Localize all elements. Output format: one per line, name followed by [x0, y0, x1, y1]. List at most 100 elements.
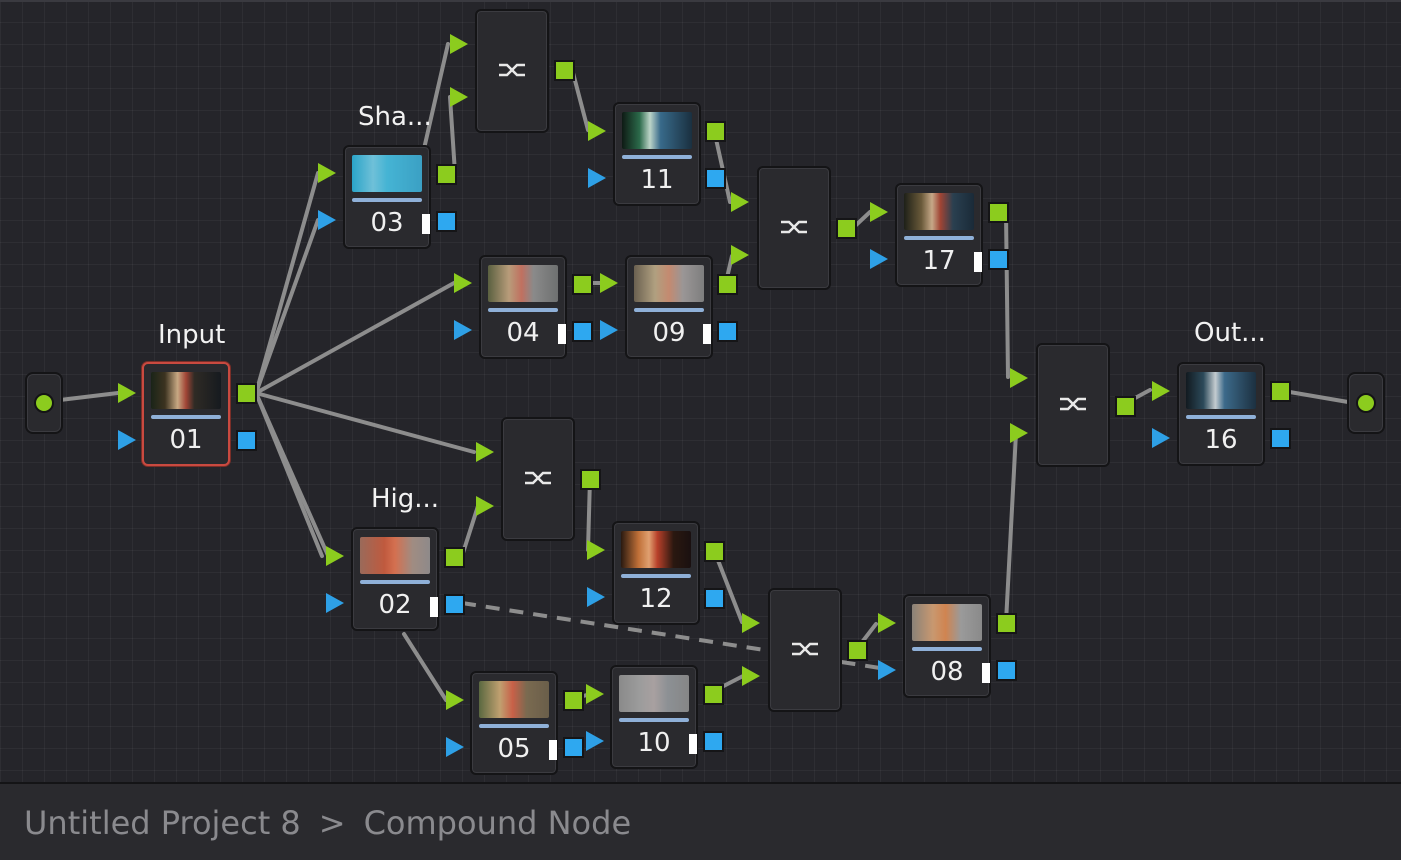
- rgb-input-icon[interactable]: [878, 613, 896, 633]
- node-thumbnail: [352, 155, 422, 192]
- key-input-icon[interactable]: [588, 168, 606, 188]
- layer-mixer-node[interactable]: [1036, 343, 1110, 467]
- rgb-input-icon[interactable]: [454, 273, 472, 293]
- rgb-output-icon[interactable]: [996, 613, 1017, 634]
- node-status-bar: [360, 580, 430, 584]
- key-input-icon[interactable]: [446, 737, 464, 757]
- node-12[interactable]: 12: [612, 521, 700, 625]
- rgb-output-icon[interactable]: [444, 547, 465, 568]
- rgb-input-icon[interactable]: [600, 273, 618, 293]
- rgb-input-icon[interactable]: [588, 121, 606, 141]
- key-input-icon[interactable]: [600, 320, 618, 340]
- layer-mixer-node[interactable]: [475, 9, 549, 133]
- rgb-input-icon[interactable]: [587, 540, 605, 560]
- source-io-node[interactable]: [25, 372, 63, 434]
- rgb-input-icon[interactable]: [446, 690, 464, 710]
- rgb-output-icon[interactable]: [572, 274, 593, 295]
- rgb-output-icon[interactable]: [705, 121, 726, 142]
- node-status-bar: [634, 308, 704, 312]
- key-output-icon[interactable]: [572, 321, 593, 342]
- node-status-bar: [479, 724, 549, 728]
- rgb-input-icon[interactable]: [870, 202, 888, 222]
- rgb-input-icon[interactable]: [731, 192, 749, 212]
- rgb-output-icon[interactable]: [847, 640, 868, 661]
- rgb-input-icon[interactable]: [1152, 381, 1170, 401]
- key-output-icon[interactable]: [436, 211, 457, 232]
- key-input-icon[interactable]: [1152, 428, 1170, 448]
- rgb-output-icon[interactable]: [703, 684, 724, 705]
- key-output-icon[interactable]: [563, 737, 584, 758]
- key-output-icon[interactable]: [704, 588, 725, 609]
- rgb-input-icon[interactable]: [731, 245, 749, 265]
- rgb-output-icon[interactable]: [236, 383, 257, 404]
- key-output-icon[interactable]: [717, 321, 738, 342]
- rgb-output-icon[interactable]: [836, 218, 857, 239]
- node-label: Out...: [1194, 318, 1266, 348]
- layer-mixer-node[interactable]: [757, 166, 831, 290]
- node-number: 12: [639, 584, 673, 614]
- key-input-icon[interactable]: [118, 430, 136, 450]
- rgb-input-icon[interactable]: [326, 546, 344, 566]
- rgb-output-icon[interactable]: [1115, 396, 1136, 417]
- key-input-icon[interactable]: [586, 731, 604, 751]
- node-thumbnail: [479, 681, 549, 718]
- node-04[interactable]: 04: [479, 255, 567, 359]
- rgb-output-icon[interactable]: [988, 202, 1009, 223]
- node-01[interactable]: 01: [142, 362, 230, 466]
- key-input-icon[interactable]: [326, 593, 344, 613]
- key-output-icon[interactable]: [705, 168, 726, 189]
- key-input-icon[interactable]: [878, 660, 896, 680]
- rgb-input-icon[interactable]: [318, 163, 336, 183]
- rgb-output-icon[interactable]: [717, 274, 738, 295]
- key-output-icon[interactable]: [1270, 428, 1291, 449]
- node-16[interactable]: 16: [1177, 362, 1265, 466]
- key-badge-icon: [558, 322, 582, 344]
- key-input-icon[interactable]: [870, 249, 888, 269]
- rgb-output-icon[interactable]: [580, 469, 601, 490]
- rgb-output-icon[interactable]: [436, 164, 457, 185]
- node-status-bar: [622, 155, 692, 159]
- key-input-icon[interactable]: [318, 210, 336, 230]
- rgb-input-icon[interactable]: [742, 613, 760, 633]
- node-number: 17: [922, 246, 956, 276]
- node-08[interactable]: 08: [903, 594, 991, 698]
- breadcrumb: Untitled Project 8>Compound Node: [24, 804, 631, 842]
- key-output-icon[interactable]: [703, 731, 724, 752]
- key-output-icon[interactable]: [988, 249, 1009, 270]
- node-graph-canvas[interactable]: Input 01 Sha... 03 11 04: [0, 0, 1401, 782]
- rgb-input-icon[interactable]: [118, 383, 136, 403]
- rgb-input-icon[interactable]: [586, 684, 604, 704]
- rgb-output-icon[interactable]: [554, 60, 575, 81]
- node-17[interactable]: 17: [895, 183, 983, 287]
- key-badge-icon: [703, 322, 727, 344]
- breadcrumb-project[interactable]: Untitled Project 8: [24, 804, 301, 842]
- node-number: 09: [652, 318, 686, 348]
- rgb-input-icon[interactable]: [742, 666, 760, 686]
- layer-mixer-node[interactable]: [768, 588, 842, 712]
- rgb-output-icon[interactable]: [704, 541, 725, 562]
- key-output-icon[interactable]: [444, 594, 465, 615]
- rgb-input-icon[interactable]: [476, 442, 494, 462]
- output-io-node[interactable]: [1347, 372, 1385, 434]
- node-status-bar: [1186, 415, 1256, 419]
- rgb-output-icon[interactable]: [1270, 381, 1291, 402]
- key-input-icon[interactable]: [587, 587, 605, 607]
- node-number: 16: [1204, 425, 1238, 455]
- node-09[interactable]: 09: [625, 255, 713, 359]
- node-02[interactable]: 02: [351, 527, 439, 631]
- rgb-input-icon[interactable]: [1010, 423, 1028, 443]
- key-output-icon[interactable]: [996, 660, 1017, 681]
- node-05[interactable]: 05: [470, 671, 558, 775]
- rgb-input-icon[interactable]: [450, 87, 468, 107]
- layer-mixer-node[interactable]: [501, 417, 575, 541]
- rgb-input-icon[interactable]: [450, 34, 468, 54]
- rgb-input-icon[interactable]: [476, 496, 494, 516]
- key-output-icon[interactable]: [236, 430, 257, 451]
- node-11[interactable]: 11: [613, 102, 701, 206]
- node-03[interactable]: 03: [343, 145, 431, 249]
- rgb-input-icon[interactable]: [1010, 368, 1028, 388]
- node-10[interactable]: 10: [610, 665, 698, 769]
- key-input-icon[interactable]: [454, 320, 472, 340]
- key-badge-icon: [430, 595, 454, 617]
- rgb-output-icon[interactable]: [563, 690, 584, 711]
